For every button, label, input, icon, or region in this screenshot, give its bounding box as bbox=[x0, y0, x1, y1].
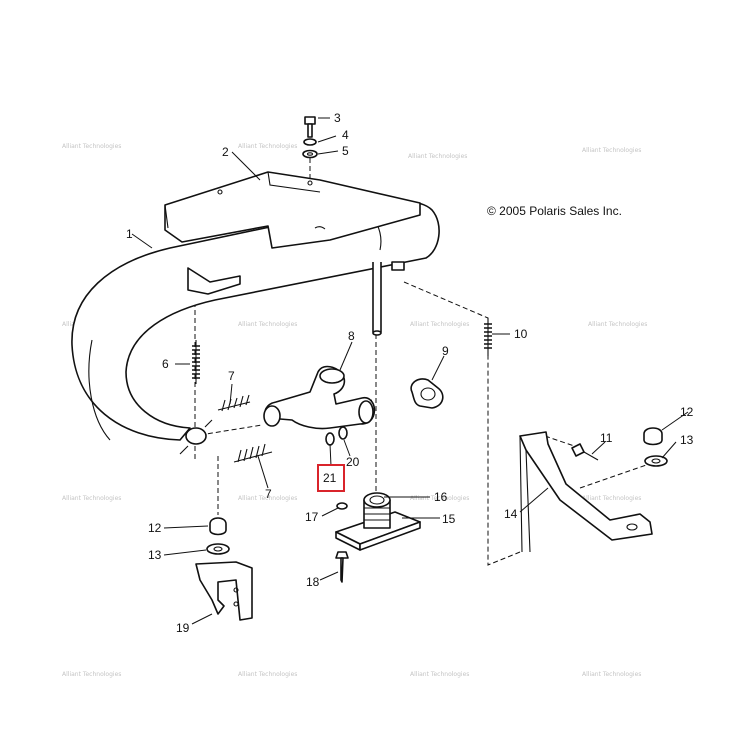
watermark: Alliant Technologies bbox=[238, 671, 297, 678]
watermark: Alliant Technologies bbox=[238, 495, 297, 502]
watermark: Alliant Technologies bbox=[588, 321, 647, 328]
callout-8: 8 bbox=[348, 329, 355, 343]
left-bracket bbox=[195, 517, 253, 621]
callout-11: 11 bbox=[600, 431, 613, 445]
callout-21: 21 bbox=[323, 471, 337, 485]
callout-10: 10 bbox=[514, 327, 528, 341]
callout-7-upper: 7 bbox=[228, 369, 235, 383]
callout-labels: 1 2 3 4 5 6 7 7 8 9 10 11 12 13 14 15 16… bbox=[126, 111, 694, 635]
callout-20: 20 bbox=[346, 455, 360, 469]
watermark: Alliant Technologies bbox=[582, 495, 641, 502]
mount-fasteners bbox=[335, 502, 349, 583]
watermark: Alliant Technologies bbox=[410, 321, 469, 328]
callout-13-left: 13 bbox=[148, 548, 162, 562]
callout-13-right: 13 bbox=[680, 433, 694, 447]
gasket bbox=[410, 378, 444, 409]
callout-12-right: 12 bbox=[680, 405, 694, 419]
callout-7-lower: 7 bbox=[265, 487, 272, 501]
callout-18: 18 bbox=[306, 575, 320, 589]
callout-14: 14 bbox=[504, 507, 518, 521]
callout-6: 6 bbox=[162, 357, 169, 371]
watermark: Alliant Technologies bbox=[408, 153, 467, 160]
callout-19: 19 bbox=[176, 621, 190, 635]
callout-16: 16 bbox=[434, 490, 448, 504]
shield-fasteners bbox=[302, 116, 318, 180]
heat-shield bbox=[164, 171, 421, 249]
watermark: Alliant Technologies bbox=[582, 671, 641, 678]
watermark: Alliant Technologies bbox=[238, 321, 297, 328]
callout-15: 15 bbox=[442, 512, 456, 526]
springs bbox=[192, 318, 492, 463]
copyright-text: © 2005 Polaris Sales Inc. bbox=[487, 204, 622, 218]
watermark: Alliant Technologies bbox=[62, 143, 121, 150]
watermark: Alliant Technologies bbox=[410, 671, 469, 678]
muffler-assembly bbox=[71, 200, 440, 455]
callout-4: 4 bbox=[342, 128, 349, 142]
watermark-layer: Alliant Technologies Alliant Technologie… bbox=[62, 143, 647, 678]
callout-5: 5 bbox=[342, 144, 349, 158]
small-washers bbox=[325, 426, 348, 446]
y-manifold bbox=[263, 365, 376, 430]
callout-3: 3 bbox=[334, 111, 341, 125]
right-bracket bbox=[519, 427, 668, 553]
leader-lines bbox=[131, 117, 689, 625]
watermark: Alliant Technologies bbox=[62, 671, 121, 678]
highlight-box bbox=[317, 464, 345, 492]
outlet-mount bbox=[335, 492, 421, 551]
watermark: Alliant Technologies bbox=[410, 495, 469, 502]
callout-2: 2 bbox=[222, 145, 229, 159]
watermark: Alliant Technologies bbox=[582, 147, 641, 154]
callout-1: 1 bbox=[126, 227, 133, 241]
watermark: Alliant Technologies bbox=[62, 495, 121, 502]
callout-9: 9 bbox=[442, 344, 449, 358]
callout-12-left: 12 bbox=[148, 521, 162, 535]
watermark: Alliant Technologies bbox=[238, 143, 297, 150]
callout-17: 17 bbox=[305, 510, 319, 524]
